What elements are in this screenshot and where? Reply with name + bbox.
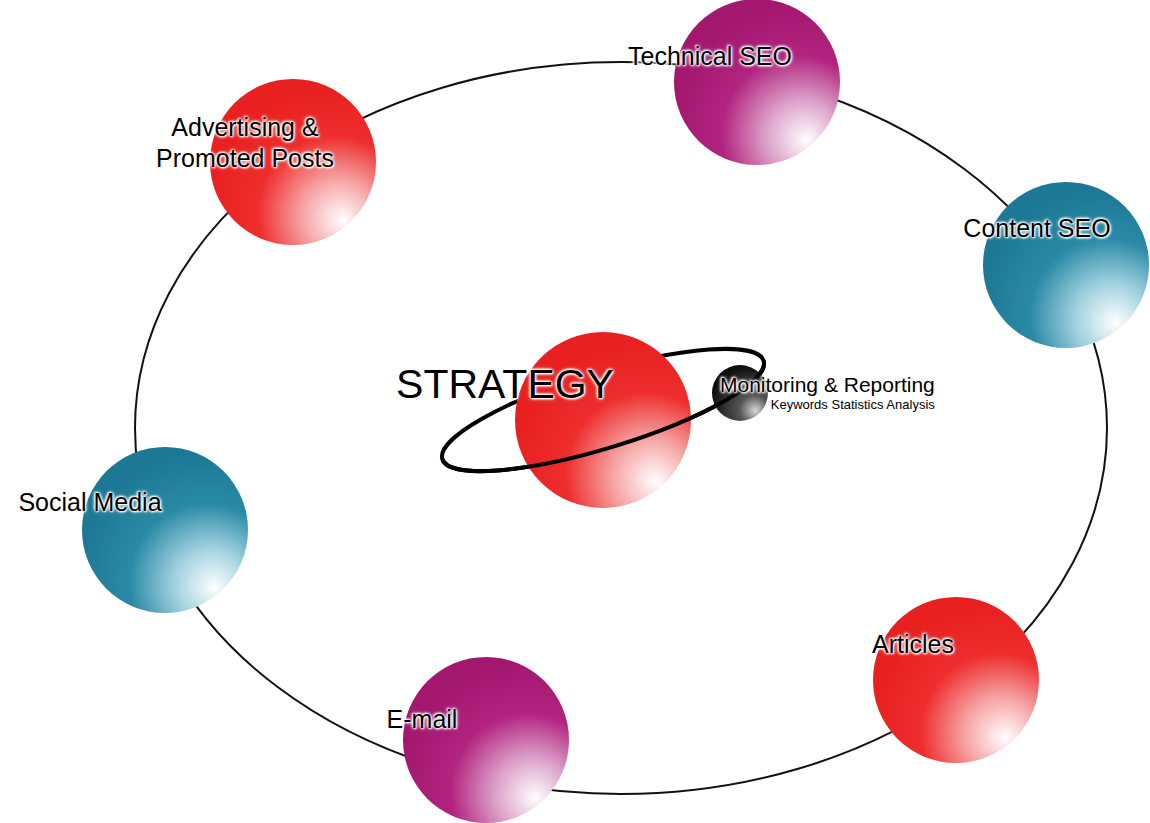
label-group: Advertising & Promoted Posts	[140, 112, 350, 175]
service-sphere: Advertising & Promoted Posts	[210, 79, 376, 245]
inner-ring-front-arc	[442, 361, 774, 496]
node-label: Monitoring & Reporting	[720, 372, 935, 398]
sphere	[403, 657, 569, 823]
service-sphere: Social Media	[82, 447, 248, 613]
sphere-outline	[403, 657, 569, 823]
node-label: Articles	[872, 629, 954, 660]
label-group: Articles	[872, 629, 954, 660]
service-sphere: E-mail	[403, 657, 569, 823]
label-group: Content SEO	[963, 213, 1110, 244]
node-label: Content SEO	[963, 213, 1110, 244]
label-group: E-mail	[387, 704, 458, 735]
node-label: Advertising & Promoted Posts	[140, 112, 350, 175]
sphere-outline	[82, 447, 248, 613]
monitoring-sphere: Monitoring & ReportingKeywords Statistic…	[712, 365, 768, 421]
sphere	[515, 332, 691, 508]
sphere-outline	[983, 182, 1149, 348]
sphere	[873, 597, 1039, 763]
label-group: Technical SEO	[628, 41, 792, 72]
node-sublabel: Keywords Statistics Analysis	[720, 398, 935, 412]
sphere	[674, 0, 840, 165]
node-label: E-mail	[387, 704, 458, 735]
label-group: Monitoring & ReportingKeywords Statistic…	[720, 372, 935, 413]
service-sphere: Articles	[873, 597, 1039, 763]
sphere	[983, 182, 1149, 348]
label-group: STRATEGY	[396, 359, 614, 410]
service-sphere: Content SEO	[983, 182, 1149, 348]
label-group: Social Media	[18, 487, 161, 518]
sphere-outline	[873, 597, 1039, 763]
service-sphere: Technical SEO	[674, 0, 840, 165]
sphere-outline	[674, 0, 840, 165]
node-label: Technical SEO	[628, 41, 792, 72]
node-label: STRATEGY	[396, 359, 614, 410]
sphere	[82, 447, 248, 613]
strategy-sphere: STRATEGY	[515, 332, 691, 508]
node-label: Social Media	[18, 487, 161, 518]
orbit-line	[135, 62, 1107, 794]
sphere-outline	[515, 332, 691, 508]
